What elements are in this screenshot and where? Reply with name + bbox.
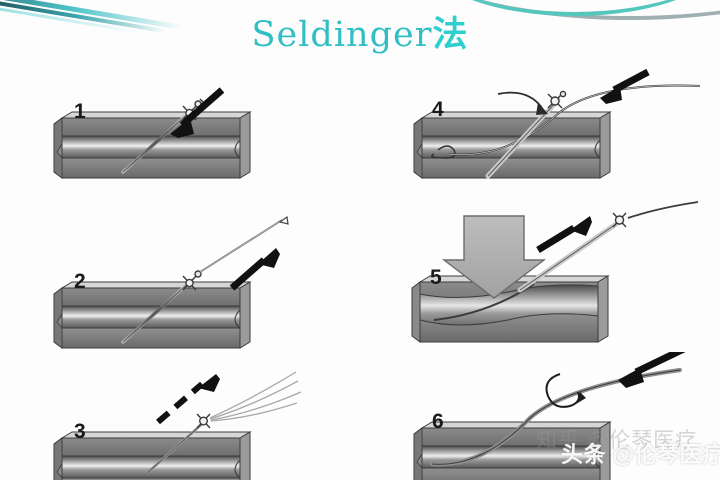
panel-illustration-5 (411, 201, 699, 343)
panel-step-4: 4 (410, 68, 710, 204)
panel-number: 2 (74, 270, 86, 293)
panel-illustration-1 (53, 87, 252, 179)
withdraw-arrow-icon (156, 374, 220, 425)
vessel-graphic (413, 421, 612, 480)
insertion-arrow-icon (170, 87, 225, 138)
page-title: Seldinger法 (0, 6, 720, 57)
guidewire-graphic (199, 215, 289, 273)
wire-spray-graphic (209, 371, 302, 422)
wire-tip-graphic (431, 145, 456, 159)
panel-number: 3 (74, 420, 86, 443)
panel-step-1: 1 (50, 72, 350, 208)
panel-illustration-6 (413, 352, 686, 480)
guidewire-graphic (447, 84, 701, 156)
panel-step-2: 2 (50, 210, 350, 349)
withdraw-arrow-icon (536, 216, 592, 253)
needle-hub-graphic (196, 413, 211, 429)
catheter-graphic (433, 201, 699, 321)
panel-illustration-4 (413, 68, 701, 179)
panel-step-5: 5 (408, 198, 708, 343)
panel-step-3: 3 (50, 362, 350, 480)
guidewire-graphic (145, 423, 203, 475)
rotation-arrow-icon (545, 373, 586, 408)
panel-grid: 1 (0, 62, 720, 480)
vessel-graphic (411, 275, 610, 343)
push-arrow-icon (618, 352, 686, 388)
curved-guide-arrow-icon (497, 91, 548, 115)
panel-number: 1 (74, 100, 86, 123)
panel-step-6: 6 (410, 352, 710, 480)
panel-illustration-2 (53, 215, 289, 349)
page-title-latin: Seldinger (251, 15, 433, 55)
vessel-graphic (413, 111, 612, 179)
panel-number: 4 (432, 98, 444, 121)
panel-number: 5 (430, 266, 442, 289)
needle-graphic (121, 98, 207, 174)
push-arrow-icon (600, 68, 650, 104)
vessel-graphic (53, 431, 252, 480)
compression-arrow-icon (441, 215, 547, 299)
panel-illustration-3 (53, 371, 302, 480)
advance-arrow-icon (229, 248, 280, 291)
panel-number: 6 (432, 410, 444, 433)
needle-graphic (121, 270, 202, 344)
page-title-cjk: 法 (432, 14, 469, 55)
